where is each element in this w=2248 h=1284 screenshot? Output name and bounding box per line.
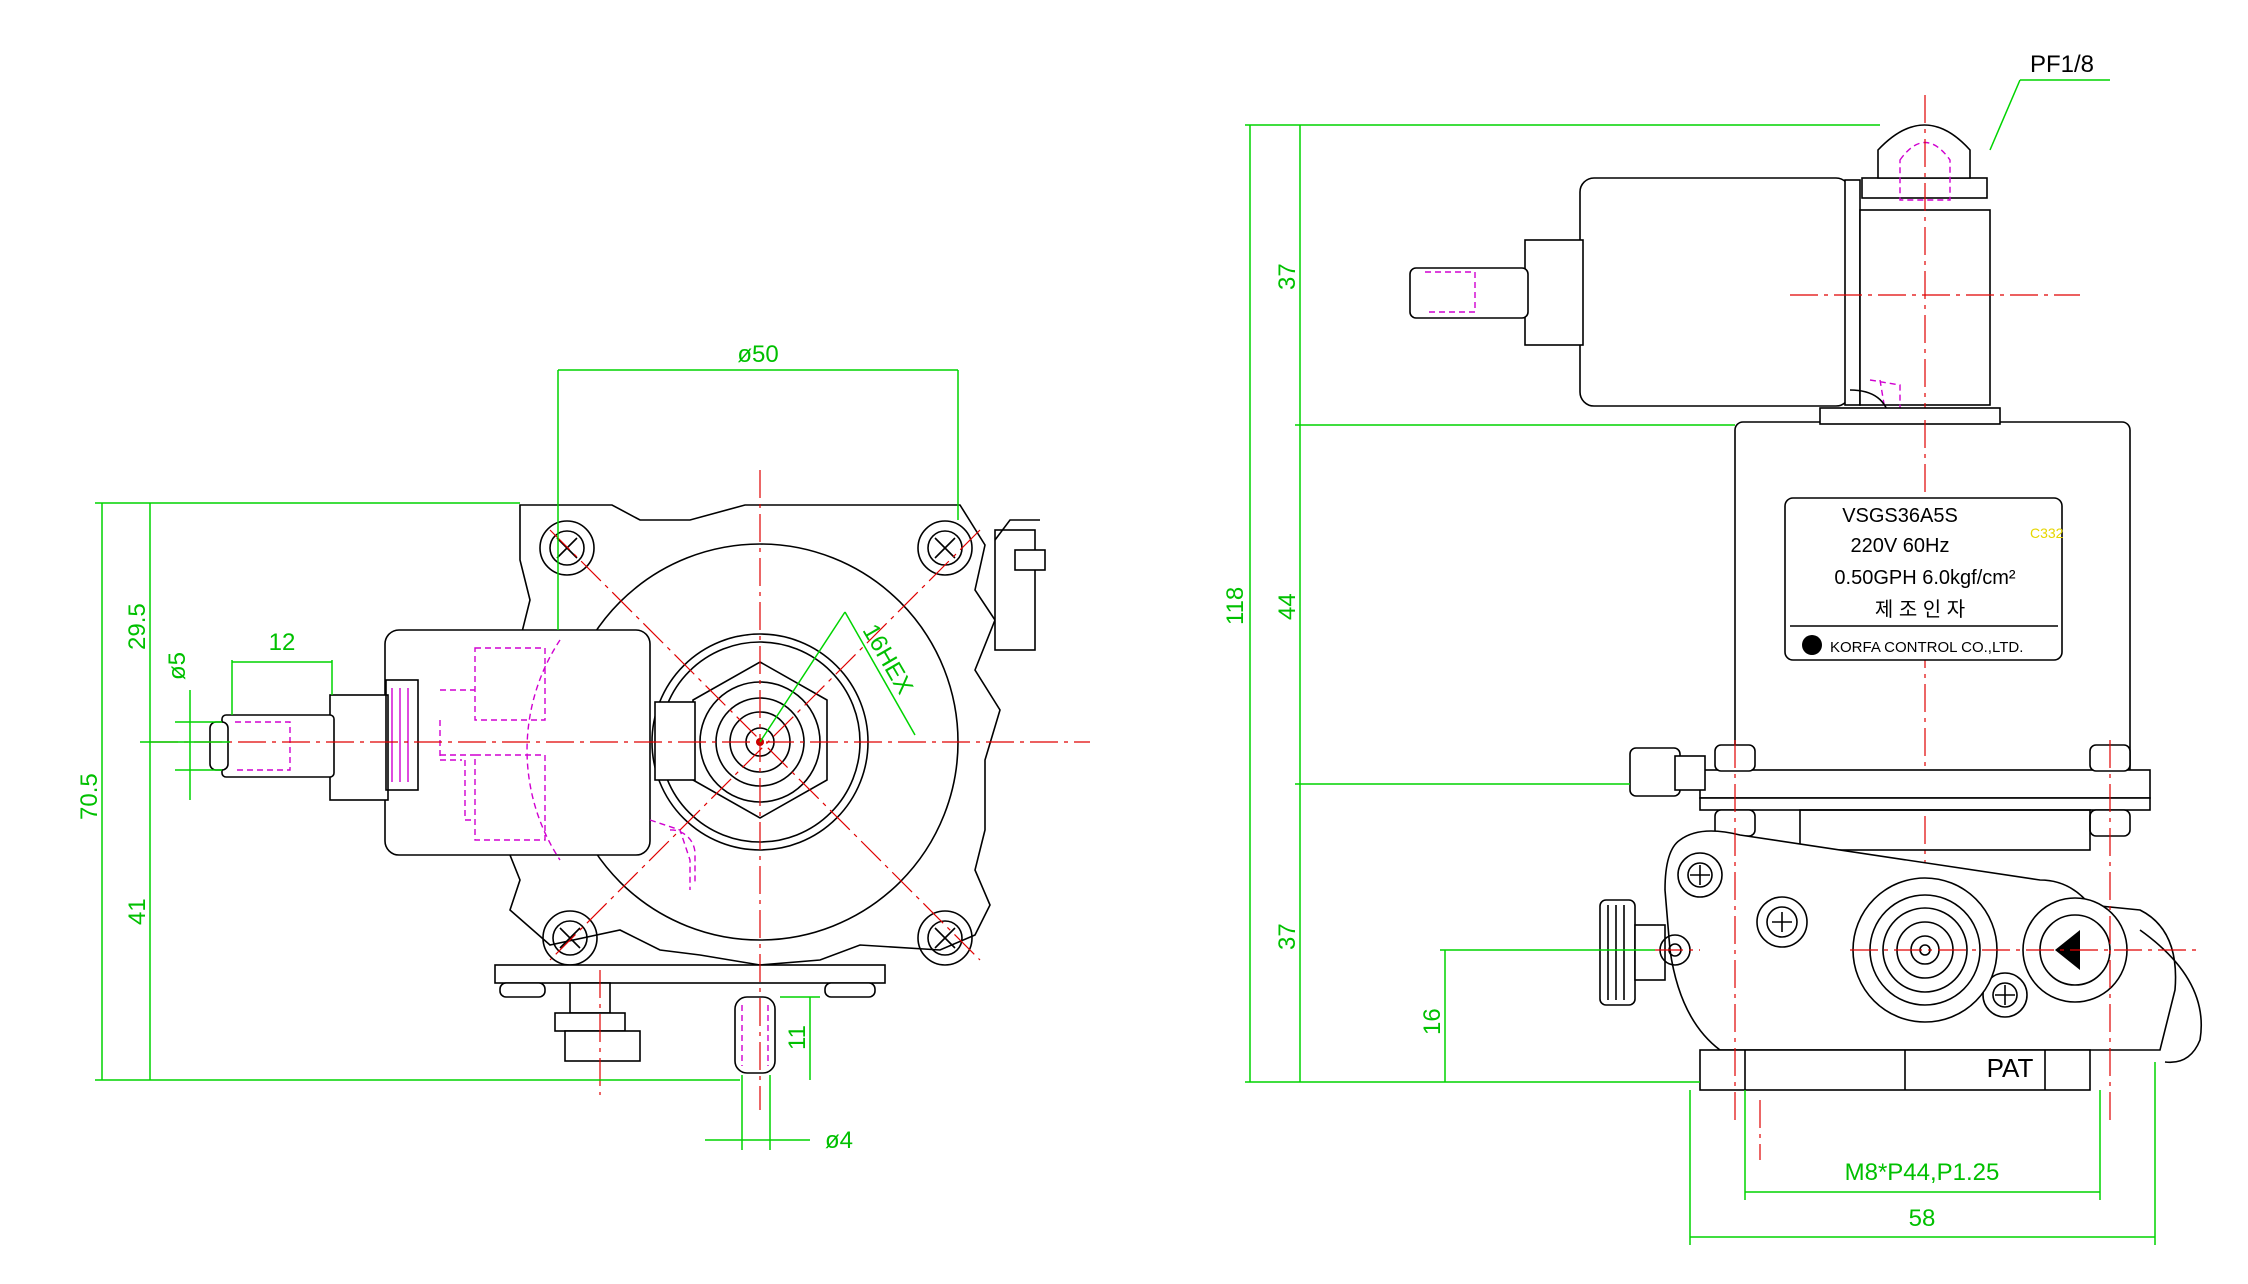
right-dimensions: PF1/8 118 37 44 37 16 M8*P44,P1.25 [1222,51,2156,1245]
dim-thread: M8*P44,P1.25 [1845,1159,2000,1186]
dim-12: 12 [269,629,296,656]
left-centerlines [150,470,1090,1110]
pump-mechanism-right [1599,830,2202,1064]
nozzle-front [1852,877,1998,1023]
top-solenoid [1409,177,1861,407]
label-korean: 제 조 인 자 [1875,598,1965,621]
coil-knurl [391,688,409,782]
label-maker: KORFA CONTROL CO.,LTD. [1830,639,2023,656]
label-model: VSGS36A5S [1842,505,1958,527]
bolt-hole-top-left [539,520,595,576]
knurled-knob [1599,899,1666,1006]
nameplate: VSGS36A5S 220V 60Hz C332 0.50GPH 6.0kgf/… [1784,497,2064,661]
screw-1 [1677,852,1723,898]
dim-16: 16 [1419,1008,1446,1035]
solenoid-coil [209,629,696,890]
dim-41: 41 [124,898,151,925]
dim-44: 44 [1274,593,1301,620]
dim-70-5: 70.5 [76,773,103,820]
dim-58: 58 [1909,1205,1936,1232]
dim-118: 118 [1222,587,1249,625]
side-connector [994,519,1046,651]
dim-pf18: PF1/8 [2030,51,2094,78]
base-plate-left [494,964,886,1074]
dim-29-5: 29.5 [124,603,151,650]
maker-logo-icon [1802,635,1822,655]
dim-11: 11 [784,1025,811,1050]
right-view: VSGS36A5S 220V 60Hz C332 0.50GPH 6.0kgf/… [1222,51,2202,1245]
left-view: ø50 16HEX 12 ø5 29.5 70.5 41 [76,341,1090,1154]
right-centerlines [1655,294,2200,1160]
label-code: C332 [2030,525,2064,541]
label-spec: 0.50GPH 6.0kgf/cm² [1834,567,2016,589]
screw-2 [1756,896,1808,948]
screw-4 [1982,972,2028,1018]
dim-dia4: ø4 [825,1127,853,1154]
label-voltage: 220V 60Hz [1851,535,1950,557]
dim-dia5: ø5 [164,652,191,680]
pf-fitting [1849,95,1991,500]
dim-37-bottom: 37 [1274,923,1301,950]
bolt-hole-bottom-right [917,910,973,966]
dim-dia50: ø50 [737,341,778,368]
dim-37-top: 37 [1274,263,1301,290]
base-mark-pat: PAT [1987,1053,2034,1083]
base-right: PAT [1699,1049,2091,1091]
